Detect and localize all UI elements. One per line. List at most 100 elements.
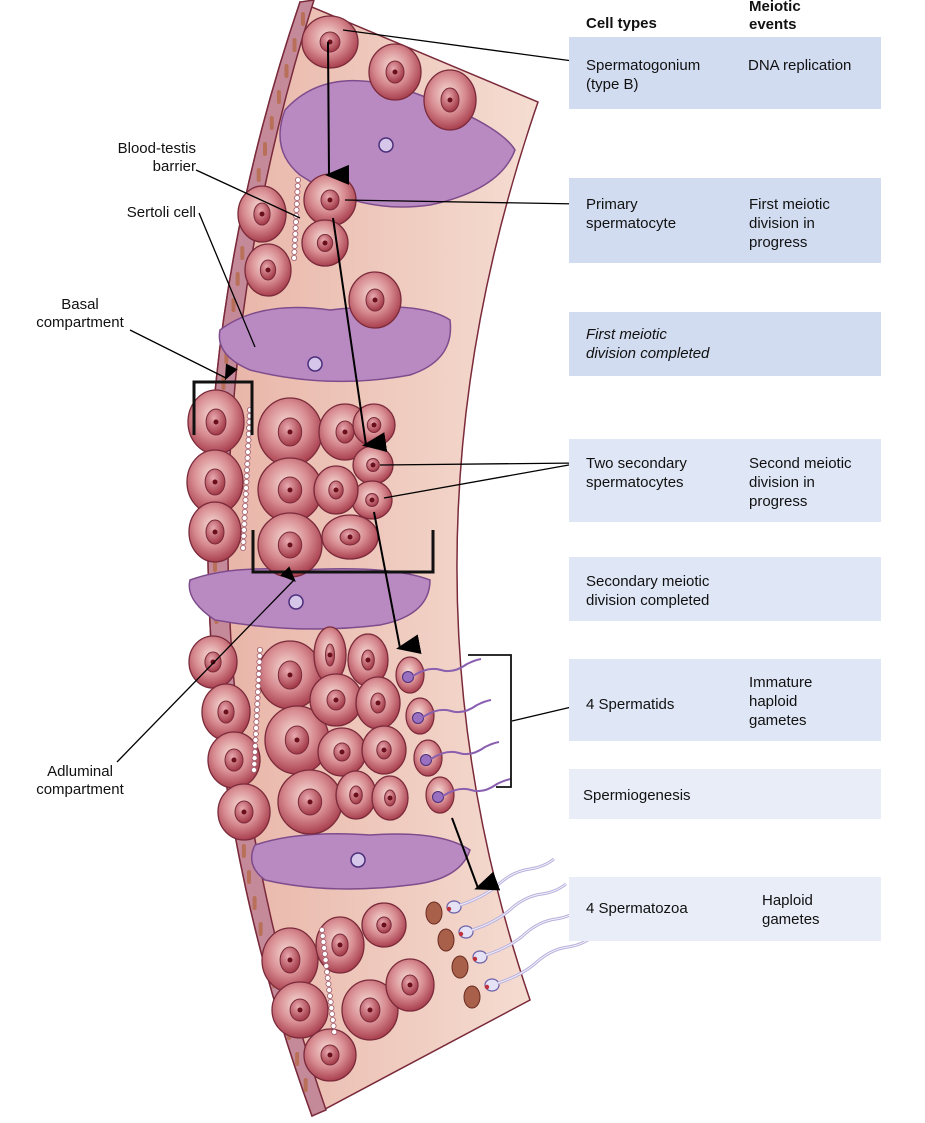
header-meiotic-events: Meiotic events [749, 0, 801, 33]
nucleolus [367, 1007, 373, 1013]
myoid-cell [258, 922, 263, 936]
cell-type: Secondary meiotic division completed [586, 573, 710, 609]
junction-bead [256, 665, 263, 672]
meiotic-event: Second meiotic division in progress [749, 455, 852, 510]
junction-bead [292, 230, 299, 237]
acrosome [484, 984, 490, 990]
nucleolus [212, 529, 218, 535]
junction-bead [253, 719, 260, 726]
junction-bead [256, 647, 263, 654]
cell-type: Spermiogenesis [583, 787, 691, 804]
junction-bead [321, 945, 328, 952]
junction-bead [331, 1029, 338, 1036]
junction-bead [324, 975, 331, 982]
nucleolus [287, 957, 293, 963]
myoid-cell [269, 116, 274, 130]
junction-bead [255, 683, 262, 690]
table-row: 4 Spermatids Immature haploid gametes [569, 659, 881, 741]
nucleolus [387, 795, 393, 801]
sertoli-cell-2 [218, 305, 452, 383]
nucleolus [327, 197, 333, 203]
residual-body [425, 901, 443, 925]
spermatids [395, 656, 512, 814]
nucleolus [327, 1052, 333, 1058]
nucleolus [365, 657, 371, 663]
nucleolus [337, 942, 343, 948]
junction-bead [244, 460, 251, 467]
junction-bead [292, 218, 299, 225]
junction-bead [318, 927, 325, 934]
label-blood-testis-barrier: Blood-testis barrier [117, 140, 196, 175]
cell-type: Primary spermatocyte [586, 196, 677, 232]
table-row: Two secondary spermatocytes Second meiot… [569, 439, 881, 522]
junction-bead [294, 188, 301, 195]
nucleolus [210, 659, 216, 665]
acrosome [446, 906, 452, 912]
nucleolus [294, 737, 300, 743]
junction-bead [240, 527, 247, 534]
spermatid-head [432, 791, 444, 803]
spermatid-tail [442, 778, 512, 797]
table-row: Primary spermatocyte First meiotic divis… [569, 178, 881, 263]
junction-bead [254, 689, 261, 696]
nucleolus [333, 487, 339, 493]
spermatid-head [420, 754, 432, 766]
junction-bead [241, 521, 248, 528]
table-row: Spermiogenesis [569, 769, 881, 819]
nucleolus [213, 419, 219, 425]
spermatozoon-tail-highlight [497, 936, 593, 984]
myoid-cell [284, 64, 289, 78]
junction-bead [320, 939, 327, 946]
nucleolus [212, 479, 218, 485]
junction-bead [291, 254, 298, 261]
junction-bead [244, 454, 251, 461]
myoid-cell [292, 38, 297, 52]
nucleolus [339, 749, 345, 755]
junction-bead [329, 1017, 336, 1024]
junction-bead [326, 993, 333, 1000]
myoid-cell [262, 142, 267, 156]
cell-type: 4 Spermatids [586, 696, 675, 713]
junction-bead [256, 659, 263, 666]
myoid-cell [300, 12, 305, 26]
junction-bead [252, 743, 259, 750]
junction-bead [244, 448, 251, 455]
nucleolus [287, 487, 293, 493]
cell-type: First meiotic division completed [586, 326, 710, 362]
junction-bead [294, 194, 301, 201]
nucleolus [392, 69, 398, 75]
basal-compartment-bracket [192, 380, 254, 435]
nucleolus [287, 429, 293, 435]
junction-bead [240, 533, 247, 540]
junction-bead [253, 707, 260, 714]
nucleolus [241, 809, 247, 815]
junction-bead [321, 951, 328, 958]
junction-bead [291, 248, 298, 255]
junction-bead [327, 999, 334, 1006]
junction-bead [245, 436, 252, 443]
junction-bead [322, 957, 329, 964]
nucleolus [447, 97, 453, 103]
junction-bead [241, 515, 248, 522]
junction-bead [253, 713, 260, 720]
junction-bead [242, 490, 249, 497]
junction-bead [255, 671, 262, 678]
nucleolus [407, 982, 413, 988]
spermatozoa [425, 857, 593, 1009]
acrosome [458, 931, 464, 937]
junction-bead [255, 677, 262, 684]
tight-junction-beads [240, 176, 338, 1036]
nucleolus [370, 462, 376, 468]
label-sertoli-cell: Sertoli cell [126, 204, 196, 221]
meiotic-event: First meiotic division in progress [749, 196, 830, 251]
junction-bead [240, 545, 247, 552]
junction-bead [292, 224, 299, 231]
nucleolus [381, 747, 387, 753]
myoid-cell [231, 298, 236, 312]
sertoli-nuclei [288, 137, 394, 868]
junction-bead [252, 737, 259, 744]
junction-bead [251, 755, 258, 762]
cell-type: Spermatogonium (type B) [586, 57, 701, 93]
junction-bead [294, 182, 301, 189]
